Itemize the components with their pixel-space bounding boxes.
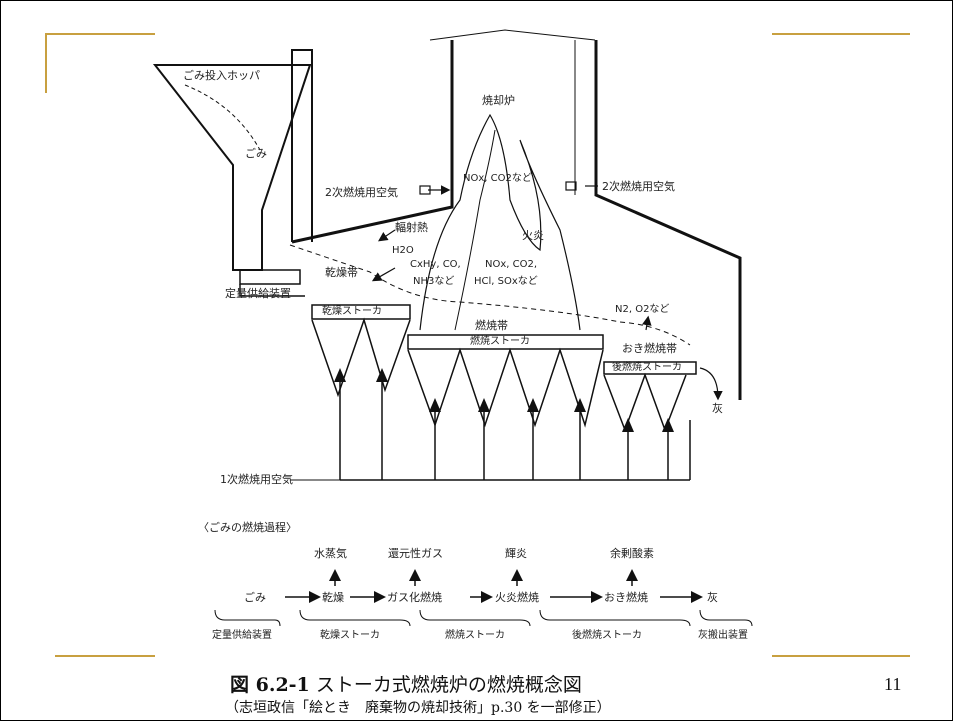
radiant-heat-label: 輻射熱 (395, 221, 428, 234)
feeder-label: 定量供給装置 (225, 287, 291, 300)
waste-surface (289, 244, 691, 346)
corner-line-top-left-h (45, 33, 155, 35)
page-number: 11 (884, 674, 902, 694)
figure-source: （志垣政信「絵とき 廃棄物の焼却技術」p.30 を一部修正） (225, 700, 611, 716)
process-step-5: おき燃焼 (604, 591, 648, 604)
nh3-label: NH3など (413, 276, 455, 287)
equipment-5: 灰搬出装置 (698, 630, 748, 641)
equipment-3: 燃焼ストーカ (445, 630, 505, 641)
process-output-3: 輝炎 (505, 547, 527, 560)
cxhy-label: CxHy, CO, (410, 259, 461, 270)
afterburn-zone-label: おき燃焼帯 (622, 342, 677, 355)
process-step-4: 火炎燃焼 (495, 591, 539, 604)
caption-title: ストーカ式燃焼炉の燃焼概念図 (315, 674, 582, 696)
equipment-1: 定量供給装置 (212, 630, 272, 641)
process-step-3: ガス化燃焼 (387, 591, 442, 604)
equipment-2: 乾燥ストーカ (320, 630, 380, 641)
caption-number: 図 6.2-1 (230, 674, 310, 696)
process-heading: 〈ごみの燃焼過程〉 (198, 521, 297, 534)
process-step-1: ごみ (244, 591, 266, 604)
feeder-block (239, 269, 301, 285)
n2-o2-label: N2, O2など (615, 304, 670, 315)
process-output-4: 余剰酸素 (610, 547, 654, 560)
corner-line-top-left-v (45, 33, 47, 93)
nox-co2-2-label: NOx, CO2, (485, 259, 538, 270)
primary-air-label: 1次燃焼用空気 (220, 473, 293, 486)
combustion-stoker-bar (407, 334, 604, 350)
flame-outline (419, 113, 581, 331)
process-output-1: 水蒸気 (314, 547, 347, 560)
furnace-right-wall (594, 40, 742, 400)
furnace-left-wall (291, 40, 454, 244)
drying-stoker-label: 乾燥ストーカ (322, 306, 382, 317)
secondary-air-left-label: 2次燃焼用空気 (325, 186, 398, 199)
drying-stoker-bar (311, 304, 411, 320)
hopper-outline (152, 64, 312, 271)
secondary-air-right-label: 2次燃焼用空気 (602, 180, 675, 193)
combustion-zone-label: 燃焼帯 (475, 319, 508, 332)
nox-co2-label: NOx, CO2など (463, 173, 532, 184)
afterburn-stoker-label: 後燃焼ストーカ (612, 362, 682, 373)
corner-line-top-right-h (772, 33, 910, 35)
left-wall (291, 49, 313, 242)
ash-label: 灰 (712, 402, 723, 415)
waste-label: ごみ (245, 147, 267, 160)
hopper-label: ごみ投入ホッパ (183, 69, 260, 82)
process-step-2: 乾燥 (322, 591, 344, 604)
waste-level-line (184, 84, 261, 151)
flame-label: 火炎 (522, 229, 544, 242)
figure-caption: 図 6.2-1 ストーカ式燃焼炉の燃焼概念図 (230, 670, 582, 697)
incinerator-label: 焼却炉 (482, 94, 515, 107)
corner-line-bottom-left-h (55, 655, 155, 657)
h2o-label: H2O (392, 245, 414, 256)
process-step-6: 灰 (707, 591, 718, 604)
flue-top (429, 29, 596, 41)
corner-line-bottom-right-h (772, 655, 910, 657)
afterburn-stoker-bar (603, 361, 697, 375)
flame-inner (454, 129, 496, 331)
drying-zone-label: 乾燥帯 (325, 266, 358, 279)
hcl-sox-label: HCl, SOxなど (474, 276, 538, 287)
process-output-2: 還元性ガス (388, 547, 443, 560)
equipment-4: 後燃焼ストーカ (572, 630, 642, 641)
combustion-stoker-label: 燃焼ストーカ (470, 336, 530, 347)
